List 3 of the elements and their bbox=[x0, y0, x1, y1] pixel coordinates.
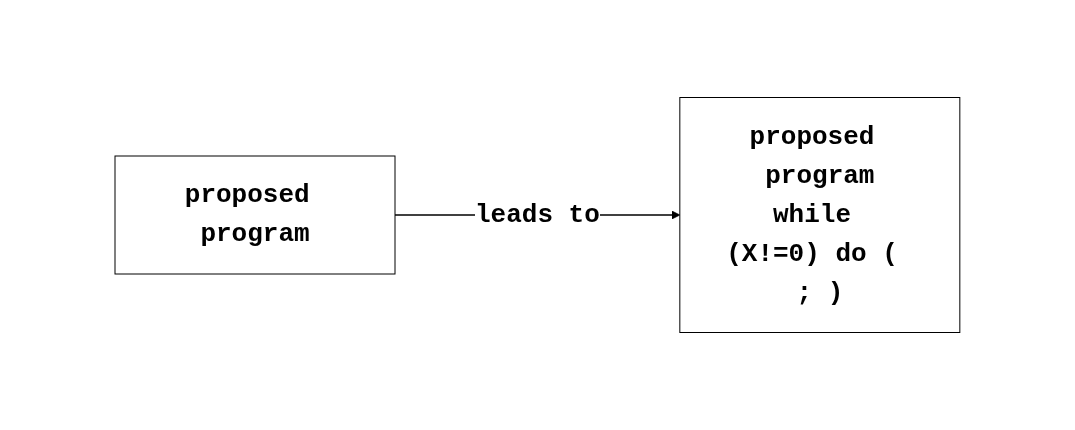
node-box: proposed program while (X!=0) do ( ; ) bbox=[679, 97, 961, 333]
edge-label: leads to bbox=[475, 199, 600, 230]
node-box: proposed program bbox=[114, 155, 396, 275]
